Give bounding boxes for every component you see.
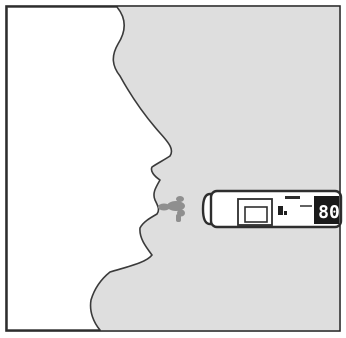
device-inner-panel	[245, 207, 267, 222]
breathalyzer-device: 80	[203, 191, 341, 227]
device-display-text: 80	[318, 202, 340, 223]
indicator-dot	[284, 211, 287, 215]
device-slot	[285, 196, 300, 199]
button-icon	[278, 206, 283, 215]
